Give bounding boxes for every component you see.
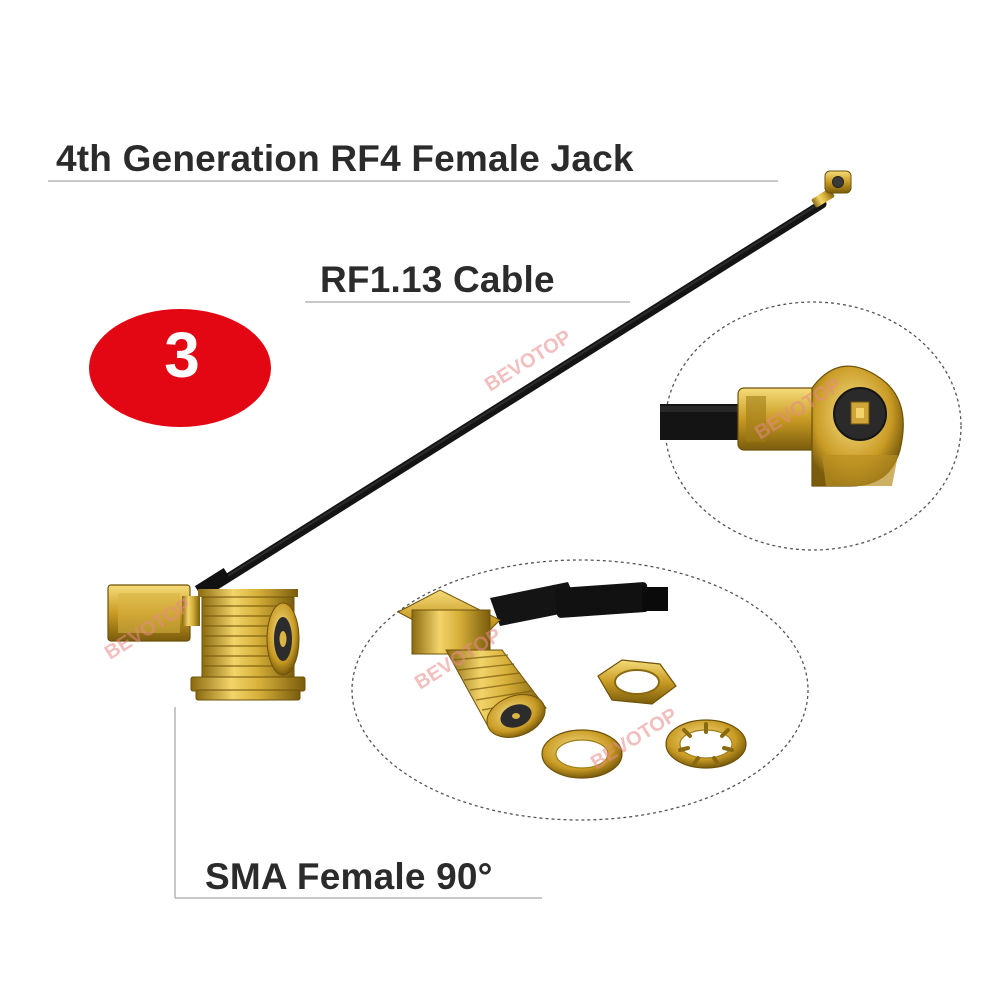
connector-top-label: 4th Generation RF4 Female Jack xyxy=(56,138,634,179)
hex-nut xyxy=(597,659,677,705)
rf4-connector-zoom xyxy=(660,365,904,487)
connector-bottom-label: SMA Female 90° xyxy=(205,856,493,897)
flat-washer xyxy=(541,729,623,779)
badge-ellipse xyxy=(89,309,271,427)
zoom-circle-sma xyxy=(351,559,809,821)
cable xyxy=(210,199,827,591)
lock-washer xyxy=(665,719,747,769)
rf4-connector-small xyxy=(811,170,852,208)
cable-label: RF1.13 Cable xyxy=(320,259,555,300)
sma-connector-main xyxy=(107,568,306,701)
badge-number: 3 xyxy=(164,319,200,391)
sma-connector-zoom xyxy=(396,582,668,738)
